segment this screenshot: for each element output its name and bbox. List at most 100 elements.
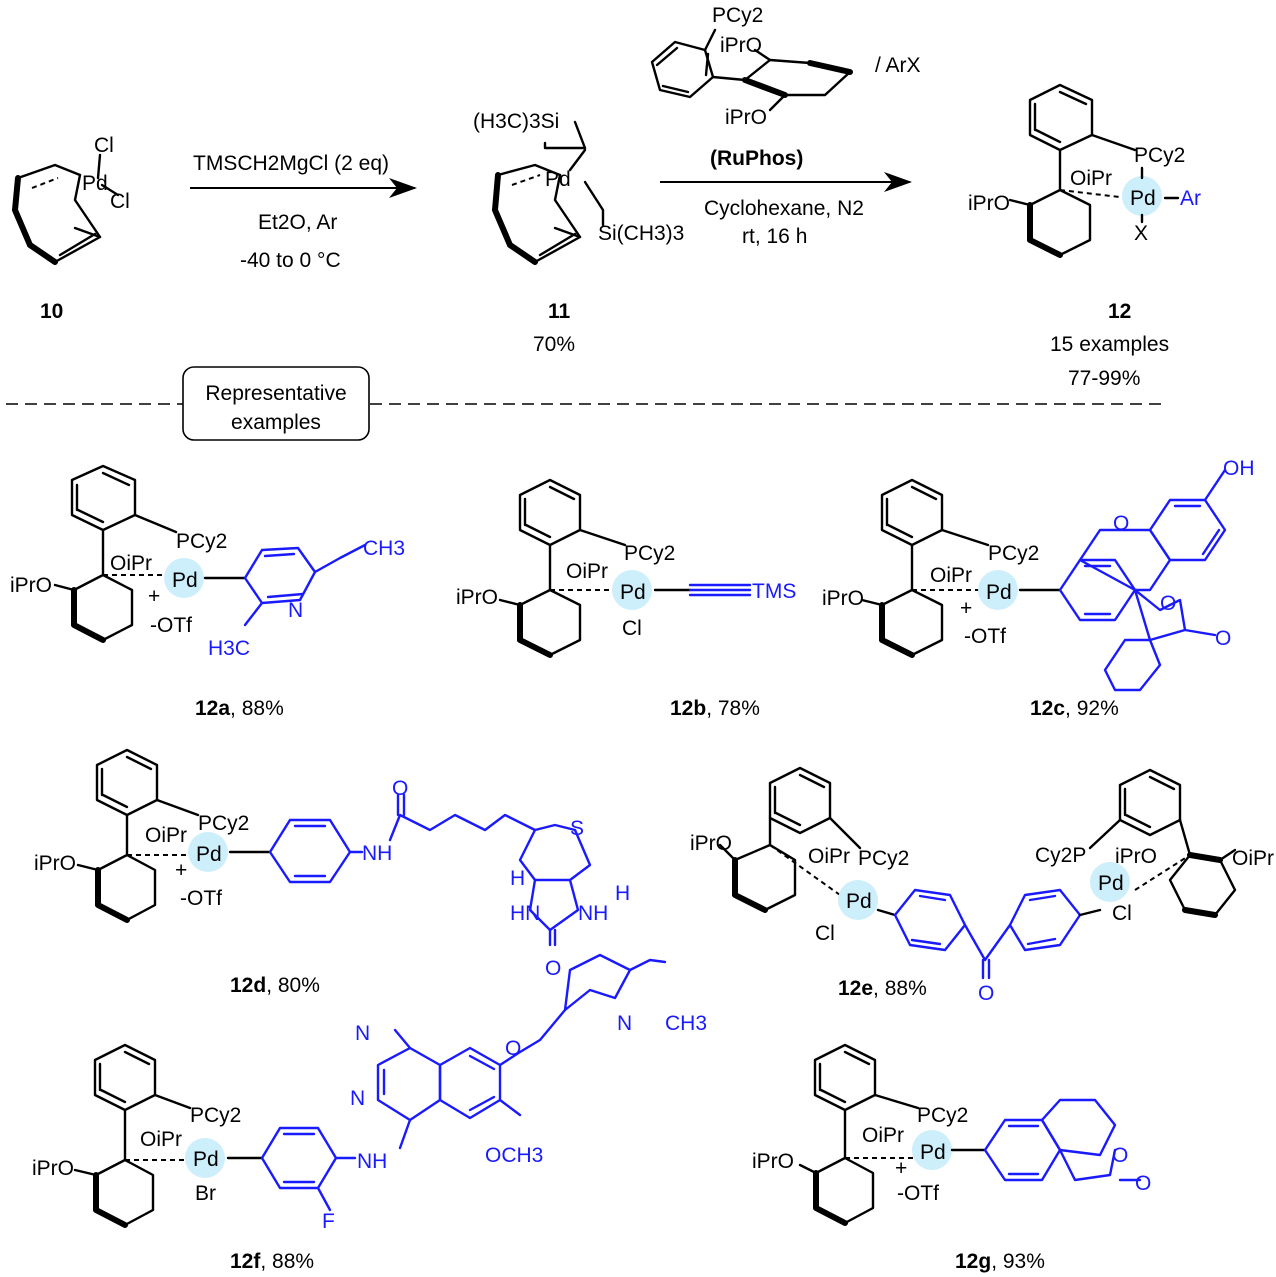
- step1-conditions-1: Et2O, Ar: [258, 211, 337, 234]
- example-12a-structure: PCy2 iPrO OiPr Pd + -OTf CH3 N H3C: [10, 464, 405, 660]
- 12f-ipro: iPrO: [32, 1157, 74, 1180]
- compound-12-pcy2: PCy2: [1134, 144, 1185, 167]
- compound-12-yield-range: 77-99%: [1068, 367, 1140, 390]
- compound-12-examples: 15 examples: [1050, 333, 1169, 356]
- 12b-pd: Pd: [620, 581, 646, 604]
- 12g-o-carbonyl: O: [1135, 1172, 1151, 1195]
- 12c-pcy2: PCy2: [988, 542, 1039, 565]
- 12g-plus: +: [895, 1157, 907, 1180]
- ruphos-pcy2: PCy2: [712, 4, 763, 27]
- 12f-f: F: [322, 1210, 335, 1233]
- 12e-ipro-right: iPrO: [1115, 845, 1157, 868]
- compound-10-cl-right: Cl: [110, 190, 130, 213]
- 12d-plus: +: [175, 859, 187, 882]
- 12g-pd: Pd: [920, 1141, 946, 1164]
- 12d-o-amide: O: [392, 777, 408, 800]
- 12d-ipro: iPrO: [34, 852, 76, 875]
- 12f-ch3: CH3: [665, 1012, 707, 1035]
- ruphos-oipr-top: iPrO: [720, 34, 762, 57]
- 12c-o-xanthene: O: [1113, 512, 1129, 535]
- example-12b-caption: 12b, 78%: [670, 697, 760, 720]
- example-12c-caption: 12c, 92%: [1030, 697, 1119, 720]
- 12a-ch3: CH3: [363, 537, 405, 560]
- step2-conditions-1: Cyclohexane, N2: [704, 197, 864, 220]
- 12f-pd: Pd: [193, 1148, 219, 1171]
- compound-12-structure: PCy2 iPrO OiPr Pd Ar X: [968, 83, 1201, 258]
- 12b-tms: TMS: [752, 580, 796, 603]
- 12e-oipr-left: OiPr: [808, 845, 850, 868]
- 12d-pd: Pd: [196, 843, 222, 866]
- 12a-ipro: iPrO: [10, 574, 52, 597]
- representative-examples-box: [182, 366, 370, 441]
- step1-reagent: TMSCH2MgCl (2 eq): [193, 152, 389, 175]
- compound-11-pd: Pd: [545, 168, 571, 191]
- 12d-s: S: [570, 817, 584, 840]
- 12a-oipr: OiPr: [110, 552, 152, 575]
- example-12f-structure: PCy2 iPrO OiPr Pd Br N N O N CH3 NH OCH3…: [32, 953, 707, 1233]
- example-12d-structure: PCy2 iPrO OiPr Pd + -OTf O NH S H H HN N…: [34, 748, 630, 980]
- 12g-o-ring: O: [1112, 1144, 1128, 1167]
- compound-12-ipro: iPrO: [968, 192, 1010, 215]
- compound-11-structure: (H3C)3Si Pd Si(CH3)3: [473, 110, 684, 265]
- step1-conditions-2: -40 to 0 °C: [240, 249, 341, 272]
- 12e-cl-left: Cl: [815, 922, 835, 945]
- 12c-ipro: iPrO: [822, 587, 864, 610]
- example-12e-structure: PCy2 iPrO OiPr Pd Cl Pd Cl Cy2P iPrO OiP…: [690, 766, 1274, 1005]
- 12a-pd: Pd: [172, 569, 198, 592]
- 12c-plus: +: [960, 597, 972, 620]
- 12b-cl: Cl: [622, 617, 642, 640]
- compound-12-pd: Pd: [1130, 187, 1156, 210]
- compound-11-yield: 70%: [533, 333, 575, 356]
- example-12g-caption: 12g, 93%: [955, 1250, 1045, 1273]
- 12f-n-piperidine: N: [617, 1012, 632, 1035]
- 12d-pcy2: PCy2: [198, 812, 249, 835]
- 12g-oipr: OiPr: [862, 1124, 904, 1147]
- 12a-otf: -OTf: [150, 614, 192, 637]
- 12d-oipr: OiPr: [145, 824, 187, 847]
- compound-12-ar: Ar: [1180, 187, 1201, 210]
- 12f-o-ether: O: [505, 1037, 521, 1060]
- example-12b-structure: PCy2 iPrO OiPr Pd Cl TMS: [456, 478, 796, 658]
- 12a-plus: +: [148, 585, 160, 608]
- compound-12-oipr: OiPr: [1070, 167, 1112, 190]
- example-12c-structure: PCy2 iPrO OiPr Pd + -OTf OH O O O: [822, 457, 1255, 692]
- 12f-br: Br: [195, 1182, 216, 1205]
- divider-label-1: Representative: [205, 382, 346, 405]
- 12a-pcy2: PCy2: [176, 530, 227, 553]
- ruphos-name: (RuPhos): [710, 147, 803, 170]
- 12b-ipro: iPrO: [456, 586, 498, 609]
- 12d-otf: -OTf: [180, 887, 222, 910]
- 12f-n-top: N: [355, 1022, 370, 1045]
- example-12d-caption: 12d, 80%: [230, 974, 320, 997]
- 12d-o-urea: O: [545, 957, 561, 980]
- 12f-pcy2: PCy2: [190, 1104, 241, 1127]
- 12c-o-carbonyl: O: [1215, 627, 1231, 650]
- 12a-h3c: H3C: [208, 637, 250, 660]
- 12f-n-left: N: [350, 1087, 365, 1110]
- 12g-otf: -OTf: [897, 1182, 939, 1205]
- ruphos-ligand-structure: PCy2 iPrO iPrO: [650, 4, 853, 129]
- 12c-oipr: OiPr: [930, 564, 972, 587]
- 12d-nh-amide: NH: [362, 842, 392, 865]
- 12a-n: N: [288, 599, 303, 622]
- 12e-cl-right: Cl: [1112, 902, 1132, 925]
- compound-11-label: 11: [548, 300, 571, 323]
- example-12g-structure: PCy2 iPrO OiPr Pd + -OTf O O: [752, 1043, 1151, 1226]
- 12e-oipr-right: OiPr: [1232, 847, 1274, 870]
- 12e-pcy2-left: PCy2: [858, 847, 909, 870]
- compound-11-si-top: (H3C)3Si: [473, 110, 559, 133]
- compound-12-label: 12: [1108, 300, 1131, 323]
- 12b-pcy2: PCy2: [624, 542, 675, 565]
- step2-additive: / ArX: [875, 54, 921, 77]
- 12e-pd-left: Pd: [846, 890, 872, 913]
- compound-10-label: 10: [40, 300, 63, 323]
- 12e-cy2p: Cy2P: [1035, 844, 1086, 867]
- 12e-o-ketone: O: [978, 982, 994, 1005]
- 12b-oipr: OiPr: [566, 560, 608, 583]
- compound-10-cl-top: Cl: [94, 134, 114, 157]
- compound-11-si-bottom: Si(CH3)3: [598, 222, 684, 245]
- 12f-och3: OCH3: [485, 1144, 543, 1167]
- 12d-h-right: H: [615, 882, 630, 905]
- example-12e-caption: 12e, 88%: [838, 977, 927, 1000]
- divider-label-2: examples: [231, 411, 321, 434]
